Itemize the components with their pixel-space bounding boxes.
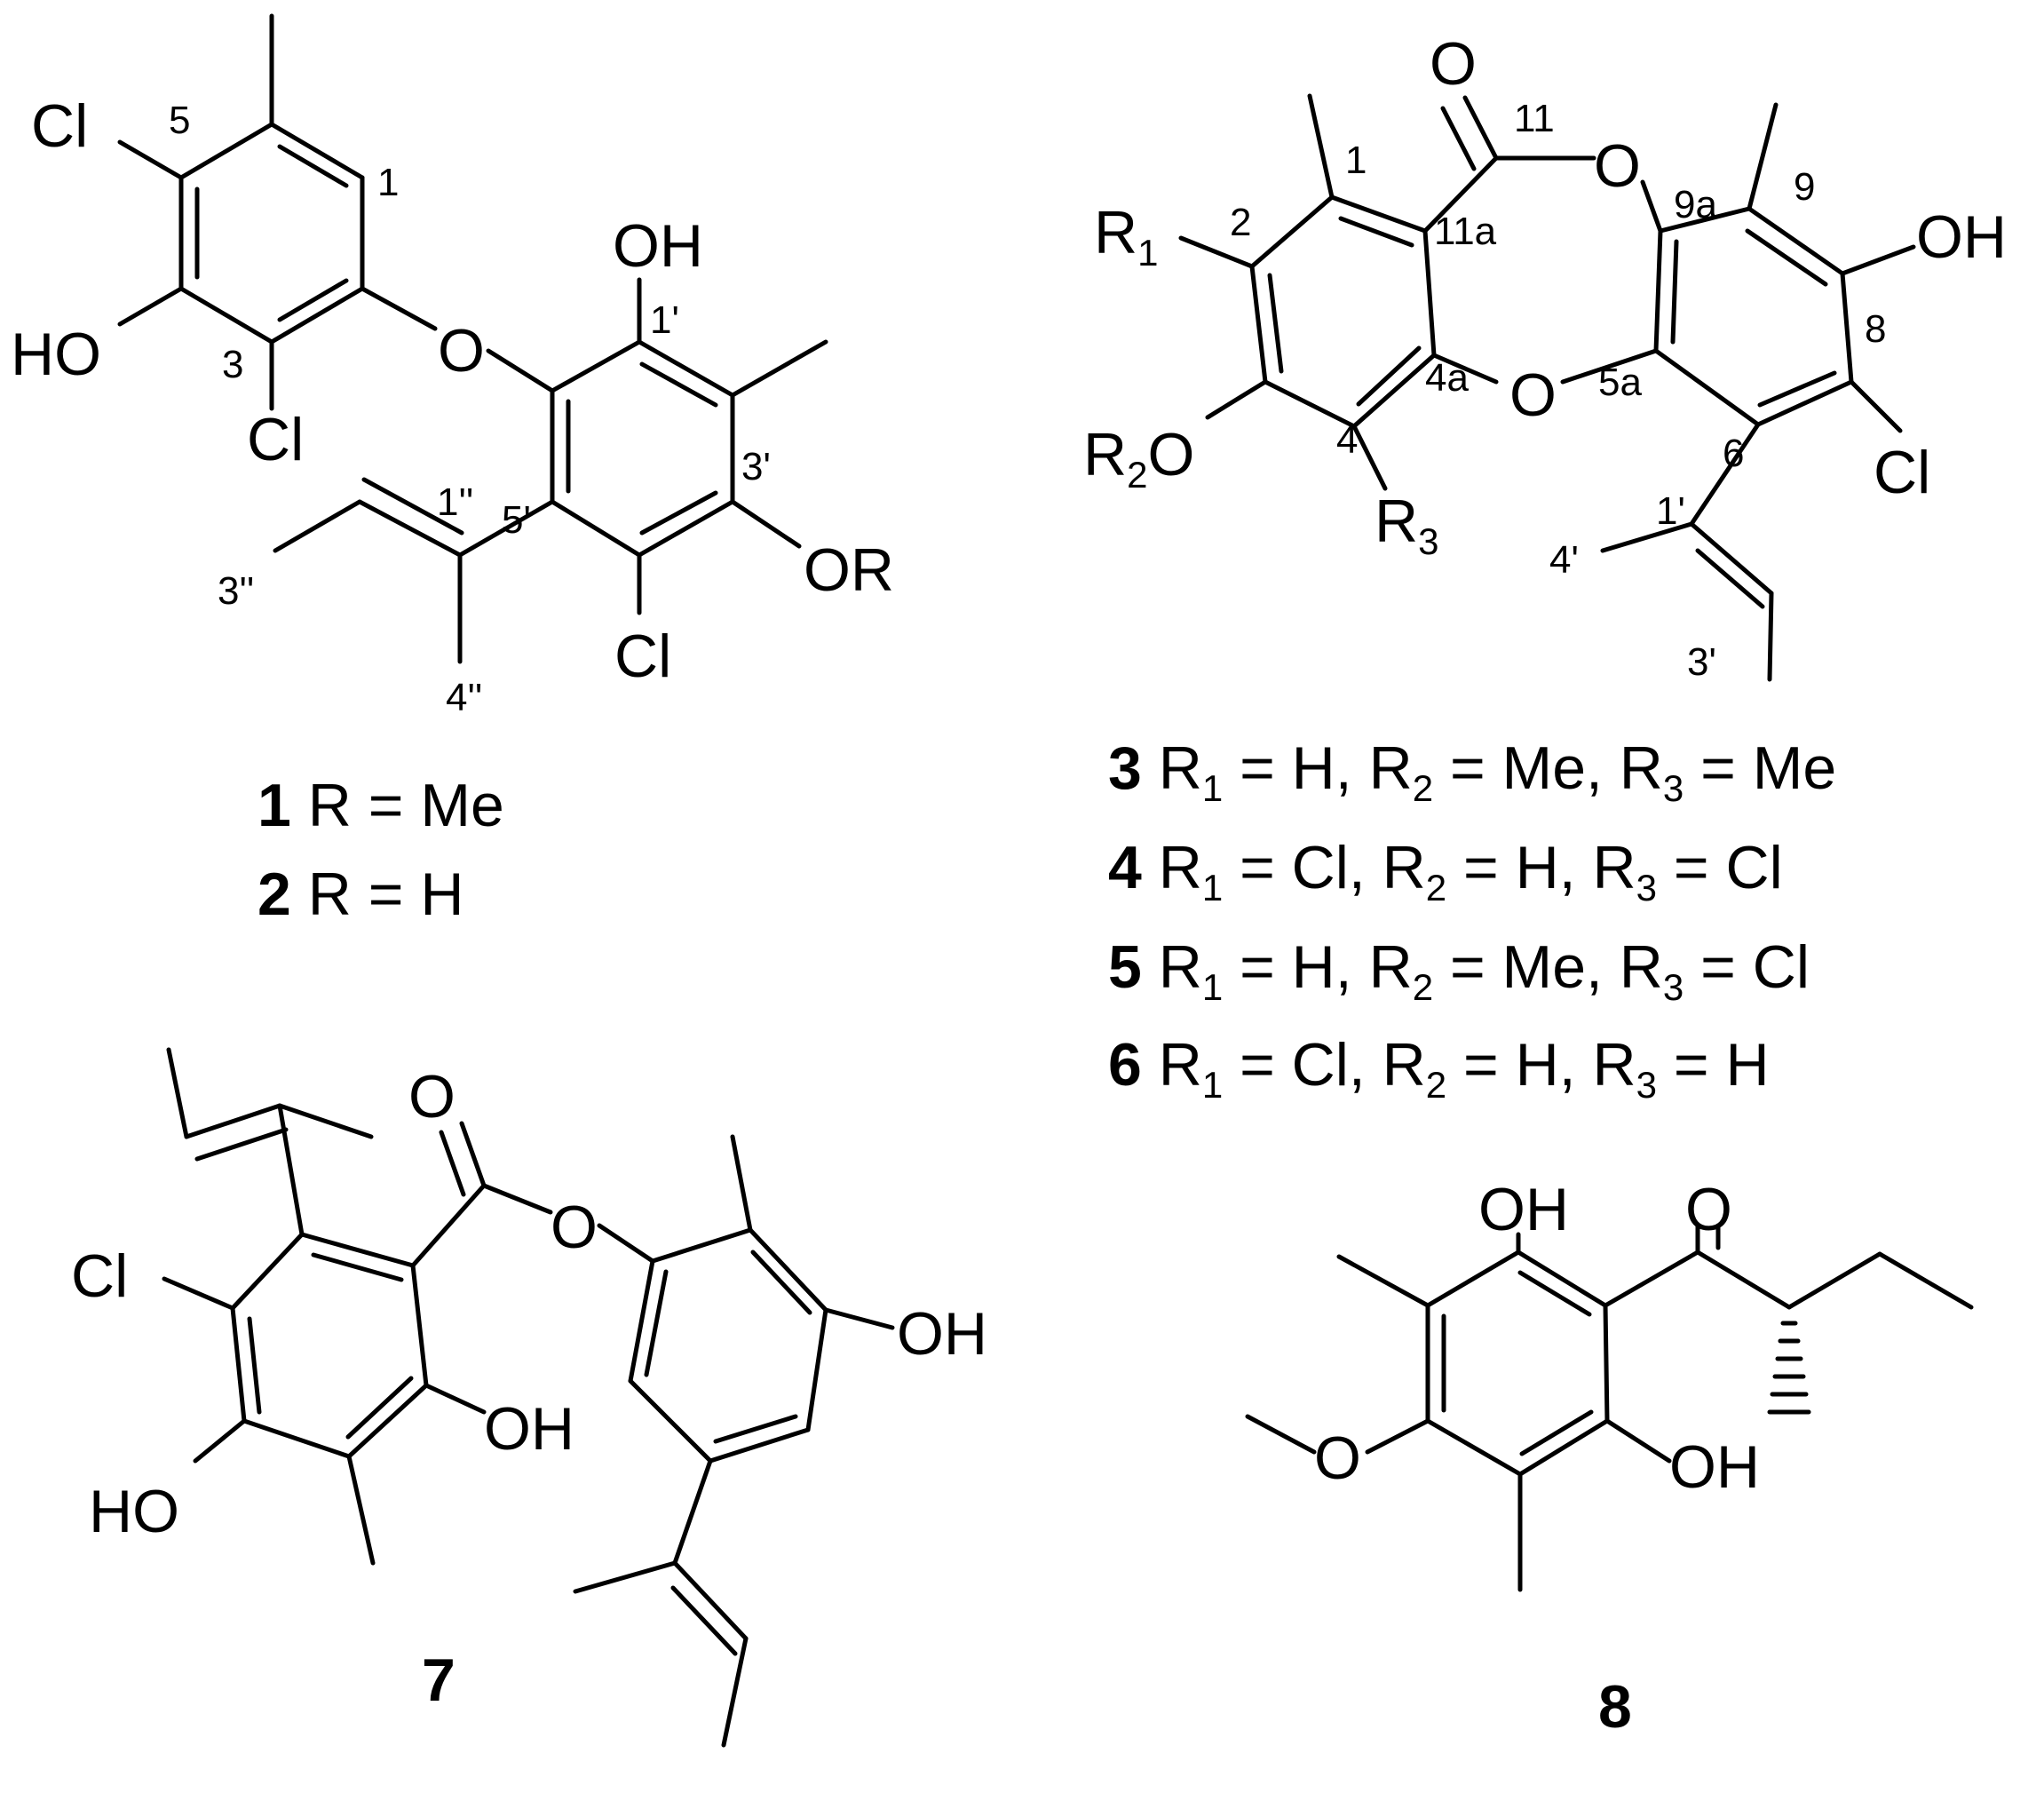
caption-compound-1: 1 R = Me — [257, 772, 504, 839]
c3-locant-11a: 11a — [1434, 210, 1497, 253]
c1-locant-1: 1 — [377, 161, 399, 204]
c3-r3: R3 — [1375, 488, 1438, 562]
caption-compound-7: 7 — [422, 1646, 456, 1714]
caption-compound-5: 5 R1 = H, R2 = Me, R3 = Cl — [1108, 933, 1810, 1008]
c1-locant-3pp: 3'' — [218, 569, 254, 613]
compound-1-locant-numbers: 5 1 3 1' 3' 5' 1'' 3'' 4'' — [169, 99, 771, 719]
c7-o-ester: O — [551, 1194, 598, 1261]
c3-locant-3p: 3' — [1687, 640, 1716, 684]
c1-locant-1p: 1' — [650, 298, 679, 342]
c1-locant-3p: 3' — [741, 445, 771, 488]
c3-r2o: R2O — [1083, 421, 1194, 496]
c1-oh-top: OH — [613, 212, 703, 280]
c1-locant-4pp: 4'' — [446, 676, 482, 719]
c7-oh-right: OH — [897, 1300, 987, 1368]
c1-cl-top: Cl — [31, 92, 88, 160]
c8-oh-top: OH — [1478, 1176, 1569, 1243]
caption-compound-6: 6 R1 = Cl, R2 = H, R3 = H — [1108, 1031, 1770, 1106]
compound-7-atom-labels: O O Cl OH OH HO — [71, 1063, 987, 1545]
c3-o-bridge: O — [1509, 361, 1557, 429]
c3-locant-5a: 5a — [1598, 361, 1642, 404]
c1-locant-1pp: 1'' — [437, 480, 473, 524]
caption-compound-3: 3 R1 = H, R2 = Me, R3 = Me — [1108, 734, 1836, 809]
caption-compound-2: 2 R = H — [257, 861, 463, 928]
compound-3-structure: O O R1 OH R2O O R3 Cl 11 1 9a 9 2 11a 8 … — [1083, 30, 2007, 684]
c8-o-methoxy: O — [1314, 1424, 1361, 1492]
c1-or-group: OR — [804, 536, 894, 604]
c7-ho-left: HO — [89, 1478, 179, 1545]
c8-o-ketone: O — [1685, 1176, 1732, 1243]
compound-8-atom-labels: OH O O OH — [1314, 1176, 1760, 1501]
compound-8-structure: OH O O OH — [1245, 1176, 1974, 1592]
c3-o-ring: O — [1594, 132, 1641, 200]
c1-cl-bottom: Cl — [614, 623, 671, 690]
c1-locant-5: 5 — [169, 99, 190, 142]
c1-cl-mid: Cl — [247, 406, 304, 473]
compound-3-locant-numbers: 11 1 9a 9 2 11a 8 4a 5a 4 6 1' 4' 3' — [1230, 97, 1886, 684]
c3-locant-8: 8 — [1865, 307, 1886, 351]
c3-locant-6: 6 — [1723, 432, 1744, 475]
caption-compound-4: 4 R1 = Cl, R2 = H, R3 = Cl — [1108, 834, 1783, 908]
c3-locant-4a: 4a — [1425, 356, 1469, 400]
c1-ho-left: HO — [11, 321, 101, 388]
c3-locant-9: 9 — [1794, 165, 1815, 209]
c1-locant-5p: 5' — [502, 498, 531, 542]
c3-locant-1: 1 — [1345, 139, 1367, 182]
compound-7-structure: O O Cl OH OH HO — [71, 1047, 987, 1748]
c1-locant-3: 3 — [222, 343, 243, 386]
compound-3-bonds — [1178, 93, 1916, 682]
c3-locant-2: 2 — [1230, 201, 1251, 244]
caption-compound-8: 8 — [1598, 1673, 1632, 1741]
compound-1-structure: Cl HO Cl O OH OR Cl 5 1 3 1' 3' 5' 1'' 3… — [11, 13, 894, 719]
compound-1-bonds — [117, 13, 828, 664]
c8-oh-bottom: OH — [1669, 1433, 1760, 1501]
c7-cl: Cl — [71, 1242, 128, 1310]
captions: 1 R = Me 2 R = H 3 R1 = H, R2 = Me, R3 =… — [257, 734, 1836, 1741]
c7-oh-mid: OH — [484, 1395, 574, 1463]
compound-7-bonds — [162, 1047, 895, 1748]
c1-o-ether: O — [438, 317, 485, 385]
c3-locant-4p: 4' — [1549, 538, 1579, 582]
c3-oh: OH — [1916, 203, 2007, 271]
c3-cl: Cl — [1874, 439, 1930, 506]
c3-locant-1p: 1' — [1656, 489, 1685, 533]
compound-1-atom-labels: Cl HO Cl O OH OR Cl — [11, 92, 894, 690]
c3-locant-11: 11 — [1514, 97, 1555, 140]
c3-locant-9a: 9a — [1674, 183, 1717, 226]
compound-3-atom-labels: O O R1 OH R2O O R3 Cl — [1083, 30, 2007, 562]
c7-o-carbonyl: O — [408, 1063, 456, 1131]
c3-locant-4: 4 — [1336, 418, 1358, 462]
compound-8-bonds — [1245, 1223, 1974, 1592]
c3-o-carbonyl: O — [1430, 30, 1477, 98]
c3-r1: R1 — [1094, 199, 1158, 274]
